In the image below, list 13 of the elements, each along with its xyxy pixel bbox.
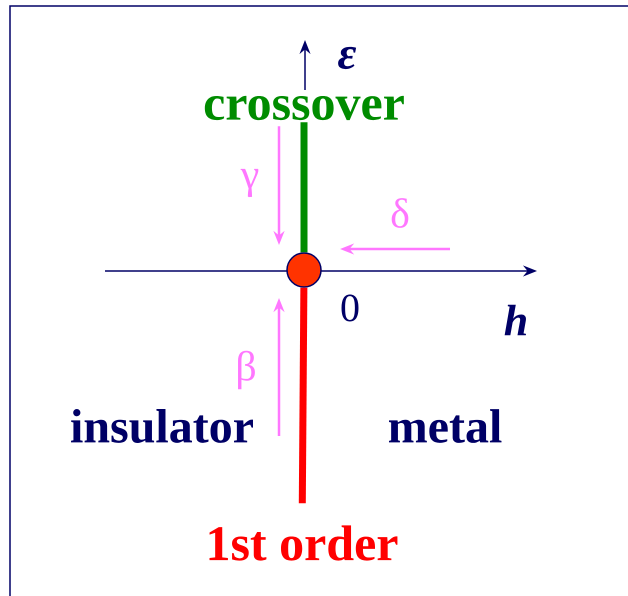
edge-label: δ xyxy=(392,198,408,228)
edge-label: β xyxy=(238,350,255,390)
axis-label: h xyxy=(504,304,526,336)
tick-label: 0 xyxy=(342,294,358,322)
phase-label: crossover xyxy=(204,96,404,120)
phase-boundary-line xyxy=(298,288,308,504)
edge-label: γ xyxy=(240,168,258,198)
region-label: metal xyxy=(389,409,502,443)
region-label: insulator xyxy=(71,409,253,443)
phase-boundary-line xyxy=(300,122,308,252)
critical-point xyxy=(286,252,322,288)
axis-label: ε xyxy=(338,46,356,70)
phase-label: 1st order xyxy=(210,525,398,561)
